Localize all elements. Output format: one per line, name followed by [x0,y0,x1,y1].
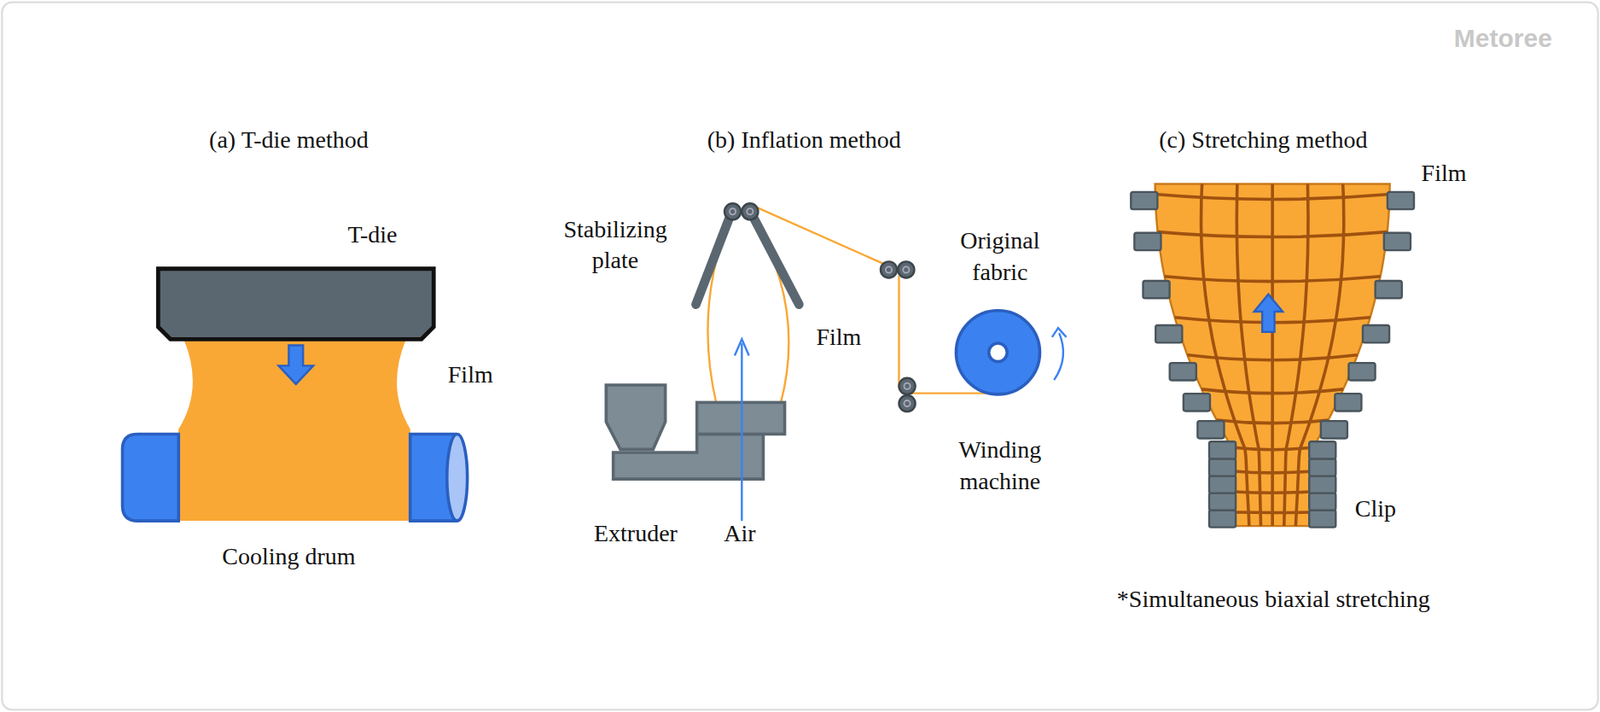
part-label: Winding machine [928,434,1071,497]
part-label: T-die [347,219,397,251]
part-label: Film [815,320,862,352]
part-label: Extruder [593,517,678,549]
note: *Simultaneous biaxial stretching [1117,583,1431,615]
part-label: Film [448,359,494,390]
part-label: Film [1421,157,1467,189]
watermark: Metoree [1454,21,1553,55]
section-title: (c) Stretching method [1158,124,1368,156]
part-label: Stabilizing plate [538,214,692,277]
section-title: (a) T-die method [209,124,369,156]
part-label: Original fabric [933,225,1066,288]
part-label: Cooling drum [221,541,355,572]
section-title: (b) Inflation method [707,124,902,156]
part-label: Air [723,517,756,549]
part-label: Clip [1355,492,1397,524]
stretching-illustration [1130,184,1414,528]
t-die-illustration [122,268,467,521]
